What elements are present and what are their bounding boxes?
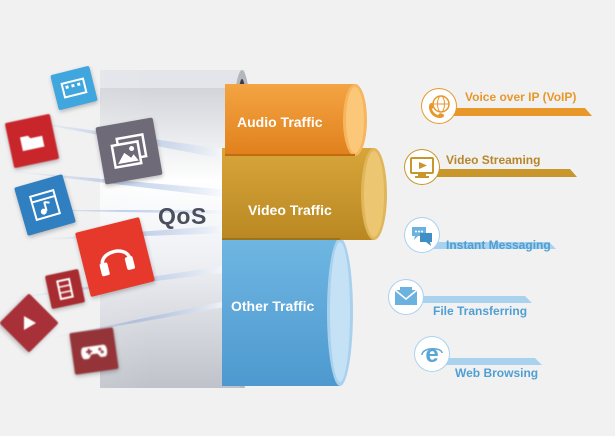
browser-e-icon: e	[421, 341, 443, 367]
app-tile-music-file	[14, 174, 76, 236]
phone-globe-icon	[429, 95, 450, 118]
app-tile-headphones	[74, 216, 156, 298]
app-tile-gamepad	[69, 327, 119, 375]
film-icon	[56, 277, 74, 301]
video-monitor-icon	[410, 157, 434, 178]
app-tile-play	[0, 293, 59, 353]
video-traffic-label: Video Traffic	[248, 202, 332, 218]
app-tile-folder	[4, 113, 60, 169]
app-tile-video-clip	[50, 65, 98, 111]
video-streaming-icon-holder	[405, 150, 439, 184]
image-gallery-icon	[110, 132, 148, 170]
music-file-icon	[28, 188, 62, 222]
instant-messaging-label: Instant Messaging	[446, 238, 551, 252]
app-tile-film	[44, 268, 86, 310]
other-traffic-label: Other Traffic	[231, 298, 315, 314]
voip-icon-holder	[422, 89, 456, 123]
video-clip-icon	[60, 77, 88, 99]
file-transferring-icon-holder	[389, 280, 423, 314]
envelope-icon	[394, 287, 418, 305]
folder-icon	[19, 135, 45, 152]
service-arrows	[405, 108, 592, 365]
video-traffic-pipe	[222, 148, 387, 240]
web-browsing-icon-holder: e	[415, 337, 449, 371]
qos-label: QoS	[158, 203, 207, 229]
voip-label: Voice over IP (VoIP)	[465, 90, 577, 104]
gamepad-icon	[81, 344, 108, 360]
headphones-icon	[99, 249, 135, 277]
file-transferring-label: File Transferring	[433, 304, 528, 318]
app-tile-image-gallery	[95, 117, 163, 185]
audio-traffic-pipe	[225, 84, 367, 156]
svg-text:e: e	[425, 341, 438, 367]
video-streaming-label: Video Streaming	[446, 153, 541, 167]
instant-messaging-icon-holder	[405, 218, 439, 252]
web-browsing-label: Web Browsing	[455, 366, 539, 380]
chat-bubbles-icon	[412, 227, 432, 246]
audio-traffic-label: Audio Traffic	[237, 114, 323, 130]
other-traffic-pipe	[222, 238, 353, 386]
play-icon	[24, 316, 36, 330]
